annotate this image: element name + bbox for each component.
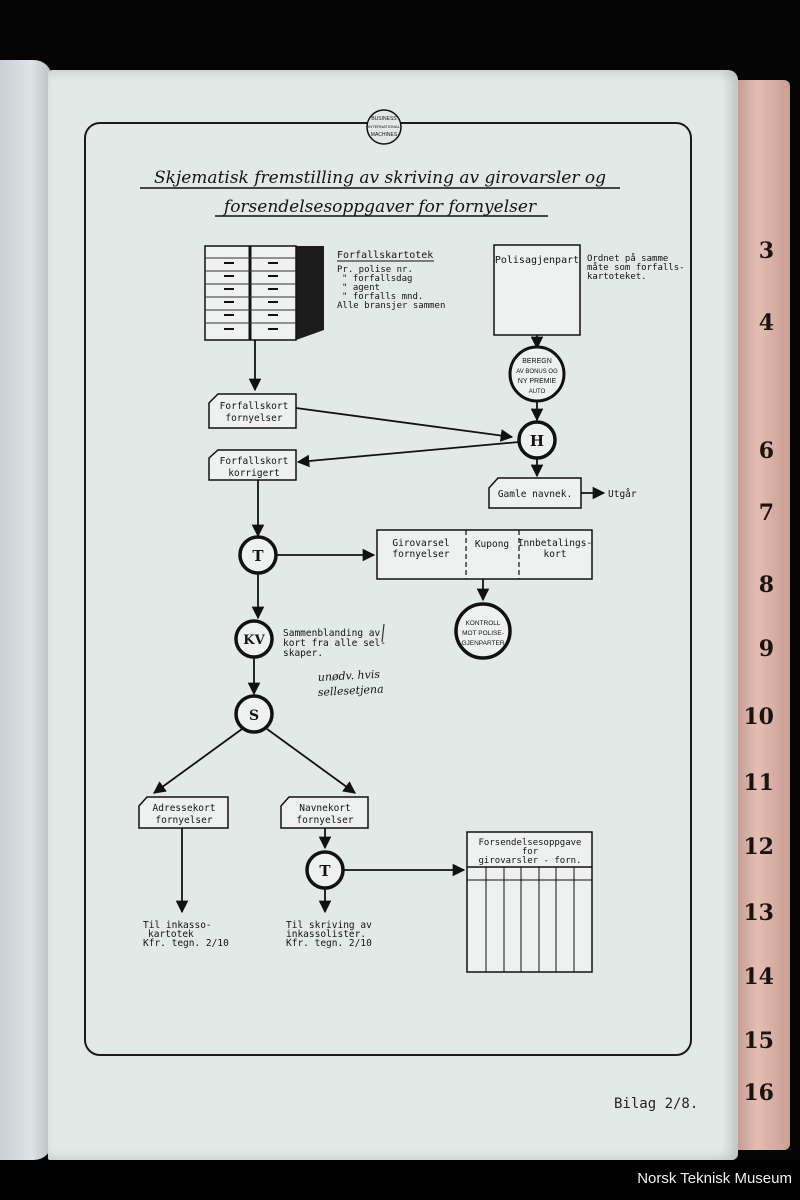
svg-text:Forfallskort: Forfallskort bbox=[220, 401, 289, 412]
cabinet-note: Pr. polise nr. bbox=[337, 265, 413, 275]
card-navnekort bbox=[280, 796, 369, 829]
svg-text:T: T bbox=[319, 862, 331, 880]
til-skriving-note: Til skriving av bbox=[286, 920, 372, 931]
til-skriving-note: inkassolister. bbox=[286, 929, 366, 940]
cabinet-note: Alle bransjer sammen bbox=[337, 301, 445, 311]
kv-note: Sammenblanding av bbox=[283, 628, 381, 639]
til-inkasso-note: Kfr. tegn. 2/10 bbox=[143, 938, 229, 949]
svg-text:BEREGN: BEREGN bbox=[522, 358, 552, 365]
file-cabinet-icon bbox=[204, 245, 324, 341]
tab-number: 3 bbox=[758, 238, 774, 264]
svg-text:fornyelser: fornyelser bbox=[296, 815, 353, 826]
index-tabs: 3 4 6 7 8 9 10 11 12 13 14 15 16 bbox=[730, 80, 790, 1150]
svg-text:Forfallskort: Forfallskort bbox=[220, 456, 289, 467]
svg-text:T: T bbox=[252, 547, 264, 565]
tab-number: 7 bbox=[758, 500, 774, 526]
tab-number: 14 bbox=[743, 964, 774, 990]
utgar-label: Utgår bbox=[608, 489, 637, 500]
svg-text:kort: kort bbox=[544, 549, 567, 560]
svg-text:Forsendelsesoppgave: Forsendelsesoppgave bbox=[479, 838, 582, 848]
svg-text:Girovarsel: Girovarsel bbox=[392, 538, 449, 549]
svg-text:Innbetalings-: Innbetalings- bbox=[518, 538, 592, 549]
footer-bar bbox=[0, 1160, 800, 1200]
svg-text:MACHINES: MACHINES bbox=[371, 132, 398, 138]
svg-text:AV BONUS OG: AV BONUS OG bbox=[516, 369, 558, 375]
tab-number: 15 bbox=[743, 1028, 774, 1054]
svg-text:S: S bbox=[249, 708, 259, 724]
handwritten-note: sellesetjena bbox=[317, 683, 383, 699]
kv-note: kort fra alle sel- bbox=[283, 638, 386, 649]
tab-number: 11 bbox=[743, 770, 774, 796]
kv-note: skaper. bbox=[283, 648, 323, 659]
svg-text:BUSINESS: BUSINESS bbox=[371, 116, 397, 122]
polisagjenpart-note: måte som forfalls- bbox=[587, 262, 685, 273]
bilag-label: Bilag 2/8. bbox=[614, 1096, 699, 1112]
svg-text:Navnekort: Navnekort bbox=[299, 803, 350, 814]
svg-text:NY PREMIE: NY PREMIE bbox=[518, 378, 557, 385]
tab-number: 13 bbox=[743, 900, 774, 926]
polisagjenpart-note: kartoteket. bbox=[587, 272, 647, 282]
handwritten-note: unødv. hvis bbox=[317, 668, 380, 684]
kontroll-node bbox=[454, 602, 512, 660]
svg-text:H: H bbox=[530, 432, 544, 450]
svg-text:Adressekort: Adressekort bbox=[153, 803, 216, 814]
tab-number: 12 bbox=[743, 834, 774, 860]
polisagjenpart-label: Polisagjenpart bbox=[495, 255, 579, 266]
svg-text:Gamle navnek.: Gamle navnek. bbox=[498, 489, 572, 500]
tab-number: 16 bbox=[743, 1080, 774, 1106]
tab-number: 4 bbox=[758, 310, 774, 336]
node-s bbox=[234, 694, 274, 734]
til-inkasso-note: Til inkasso- bbox=[143, 920, 212, 931]
svg-text:KONTROLL: KONTROLL bbox=[465, 620, 500, 627]
svg-text:GJENPARTER: GJENPARTER bbox=[461, 640, 504, 647]
svg-text:fornyelser: fornyelser bbox=[392, 549, 449, 560]
cabinet-note: " agent bbox=[342, 283, 380, 293]
til-skriving-note: Kfr. tegn. 2/10 bbox=[286, 938, 372, 949]
museum-credit: Norsk Teknisk Museum bbox=[637, 1170, 792, 1187]
girovarsel-form bbox=[376, 529, 593, 580]
svg-text:KV: KV bbox=[243, 633, 265, 648]
tab-number: 9 bbox=[758, 636, 774, 662]
cabinet-note: " forfallsdag bbox=[342, 274, 412, 284]
til-inkasso-note: kartotek bbox=[148, 929, 194, 940]
svg-text:MOT POLISE-: MOT POLISE- bbox=[462, 630, 504, 637]
card-adressekort bbox=[138, 796, 229, 829]
svg-text:for: for bbox=[522, 847, 539, 857]
diagram-title-line1: Skjematisk fremstilling av skriving av g… bbox=[154, 168, 606, 188]
diagram-title-line2: forsendelsesoppgaver for fornyelser bbox=[222, 197, 537, 217]
document-page bbox=[48, 70, 738, 1160]
cabinet-label: Forfallskartotek bbox=[337, 250, 433, 261]
svg-text:fornyelser: fornyelser bbox=[225, 413, 282, 424]
svg-text:Kupong: Kupong bbox=[475, 539, 509, 550]
card-forfallskort-korrigert bbox=[208, 449, 297, 481]
ibm-logo: BUSINESS INTERNATIONAL MACHINES bbox=[366, 109, 402, 145]
svg-text:girovarsler - forn.: girovarsler - forn. bbox=[479, 856, 582, 866]
tab-number: 8 bbox=[758, 572, 774, 598]
forsendelsesoppgave-form: Forsendelsesoppgave for girovarsler - fo… bbox=[466, 831, 593, 973]
card-forfallskort-fornyelser bbox=[208, 393, 297, 429]
svg-text:fornyelser: fornyelser bbox=[155, 815, 212, 826]
cabinet-note: " forfalls mnd. bbox=[342, 292, 423, 302]
svg-text:korrigert: korrigert bbox=[228, 468, 279, 479]
tab-number: 10 bbox=[743, 704, 774, 730]
svg-text:AUTO: AUTO bbox=[529, 389, 546, 395]
tab-number: 6 bbox=[758, 438, 774, 464]
polisagjenpart-note: Ordnet på samme bbox=[587, 253, 668, 264]
left-page-edge bbox=[0, 60, 52, 1160]
svg-text:INTERNATIONAL: INTERNATIONAL bbox=[368, 124, 400, 129]
